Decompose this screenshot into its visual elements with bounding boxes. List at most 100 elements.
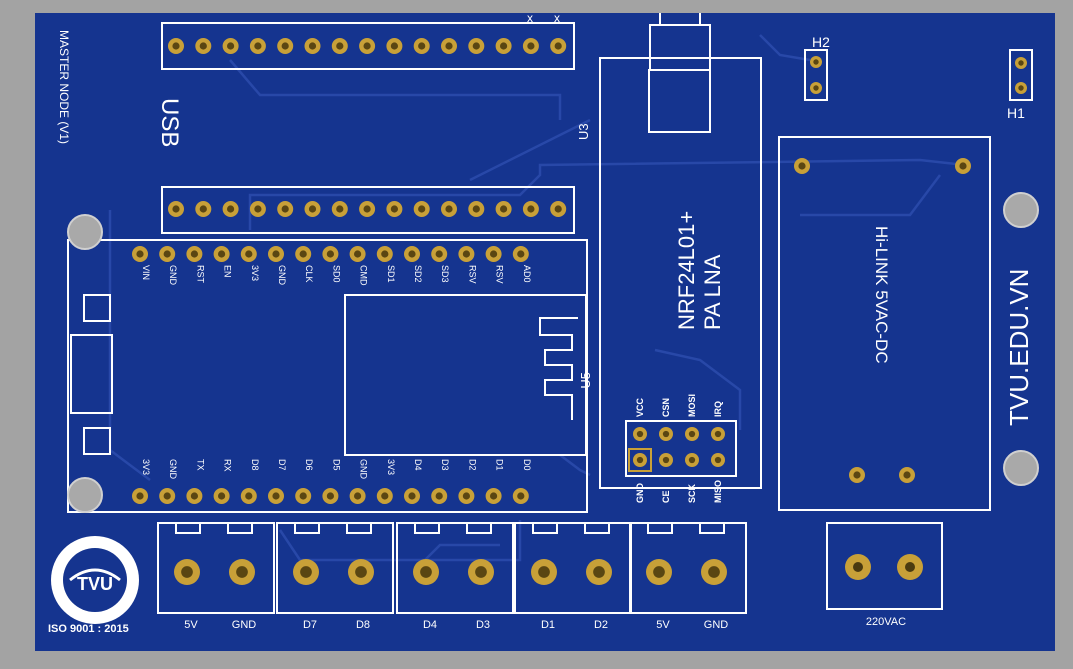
terminal-outline [629,522,747,614]
terminal-outline [396,522,514,614]
header-mid-pad-drill [254,205,262,213]
esp-top-pin-label: RST [195,265,205,284]
h2-outline [804,49,828,101]
header-top-pad-drill [254,42,262,50]
terminal-label-left: D7 [303,619,317,631]
esp-usb-port [70,334,113,414]
header-mid-pad-drill [363,205,371,213]
esp-top-pad-drill [245,250,253,258]
hilink-pad-drill [798,162,806,170]
nrf-bottom-pin-label: GND [635,483,645,504]
header-top-pad-drill [308,42,317,50]
esp-bottom-pad-drill [245,492,253,500]
nrf-bottom-pad-drill [636,456,644,464]
esp-bottom-pin-label: D1 [495,459,505,471]
nrf-bottom-pin-label: MISO [713,480,723,503]
header-top-pad-drill [281,42,289,50]
header-top-pad-drill [336,42,344,50]
header-mid-pad-drill [308,205,317,213]
header-mid-pad-drill [500,205,508,213]
ac-terminal-outline [826,522,943,610]
esp-antenna [539,317,578,420]
nrf-bottom-pad-drill [688,456,696,464]
copper-traces [108,34,966,562]
esp-bottom-pad-drill [408,492,416,500]
terminal-pad-left-drill [653,566,665,578]
esp-top-pin-label: GND [277,265,287,286]
terminal-label-right: D2 [594,619,608,631]
terminal-pad-right-drill [708,566,720,578]
logo-arc [69,568,121,582]
mount-hole-2 [67,477,103,513]
esp-bottom-pad-drill [354,492,362,500]
esp-bottom-pad-drill [136,492,144,500]
header-mid-pad-drill [418,205,426,213]
header-mid-pad-drill [199,205,207,213]
nrf-bottom-pin-label: SCK [687,483,697,503]
esp-bottom-pad-drill [190,492,198,500]
esp-bottom-pin-label: D8 [250,459,260,471]
jumper-pins [810,56,1027,94]
header-top-pad-drill [418,42,426,50]
nrf-pin1-marker [628,448,652,472]
mount-hole-3 [1003,192,1039,228]
esp-bottom-pin-label: D0 [522,459,532,471]
esp-bottom-pin-label: D4 [413,459,423,471]
esp-top-pad-drill [381,250,389,258]
esp-top-pin-label: SD1 [386,265,396,283]
hilink-label: Hi-LINK 5VAC-DC [872,226,891,364]
nrf-sma-top [649,24,711,71]
terminal-label-left: D1 [541,619,555,631]
ac-terminal-drill-2 [905,562,915,572]
esp-bottom-pad-drill [490,492,498,500]
terminal-pad-right-drill [355,566,367,578]
nrf-bottom-pin-label: CE [661,490,671,503]
esp-top-pad-drill [218,250,226,258]
terminal-label-left: 5V [184,619,198,631]
h1-outline [1009,49,1033,101]
esp-bottom-pad-drill [381,492,389,500]
header-mid-pad-drill [527,205,535,213]
esp-top-pad-drill [354,250,362,258]
esp-bottom-pin-label: 3V3 [141,459,151,475]
header-mid-pad-drill [336,205,344,213]
board-title: MASTER NODE (V1) [57,30,71,144]
usb-label: USB [156,98,183,147]
header-top-pad-drill [500,42,508,50]
esp-top-pin-label: RSV [495,265,505,284]
esp-top-pin-label: CMD [359,265,369,286]
terminal-tab [466,522,492,534]
nrf-title-line2: PA LNA [700,254,725,330]
esp-top-pad-drill [190,250,198,258]
header-top-pad-drill [554,42,562,50]
esp-top-pin-label: GND [168,265,178,286]
terminal-label-left: D4 [423,619,437,631]
u5-label: U5 [578,372,593,389]
nrf-top-pin-label: MOSI [687,394,697,417]
terminal-pad-left-drill [420,566,432,578]
esp-top-pin-label: RSV [467,265,477,284]
esp-bottom-pad-drill [326,492,334,500]
header-mid-pad-drill [554,205,562,213]
hilink-pad-drill [903,471,911,479]
esp-bottom-pad-drill [163,492,171,500]
esp-top-pad-drill [136,250,144,258]
terminal-tab [584,522,610,534]
header-mid-pins [168,201,567,217]
terminal-pad-left-drill [181,566,193,578]
esp-button-2 [83,427,111,455]
nrf-title-line1: NRF24L01+ [674,211,699,330]
terminal-pad-right-drill [236,566,248,578]
esp-shield-outline [344,294,587,456]
esp-bottom-pin-label: D3 [440,459,450,471]
terminal-label-right: GND [232,619,257,631]
terminal-tab [699,522,725,534]
nrf-bottom-pad-drill [714,456,722,464]
terminal-label-right: D3 [476,619,490,631]
esp-top-pad-drill [326,250,334,258]
terminal-pad-right-drill [475,566,487,578]
esp-top-pin-label: SD2 [413,265,423,283]
nrf-bottom-pad-drill [662,456,670,464]
terminal-outline [157,522,275,614]
esp-bottom-pad-drill [435,492,443,500]
